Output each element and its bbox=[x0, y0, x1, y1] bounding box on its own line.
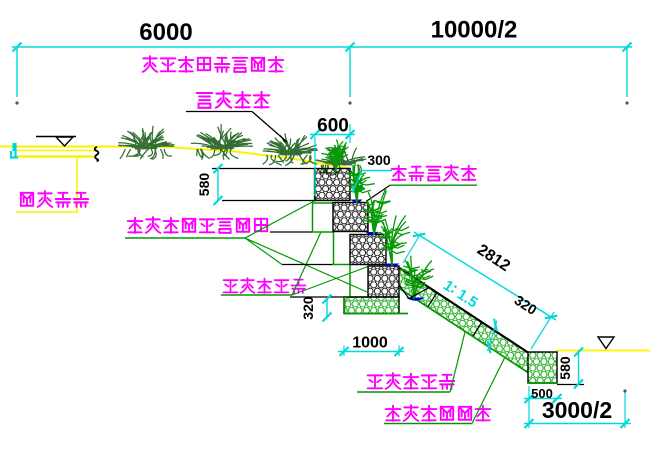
svg-text:1000: 1000 bbox=[352, 335, 388, 352]
svg-text:300: 300 bbox=[367, 152, 391, 168]
svg-text:580: 580 bbox=[196, 173, 212, 197]
svg-text:6000: 6000 bbox=[139, 19, 192, 46]
svg-text:500: 500 bbox=[531, 386, 553, 401]
svg-text:320: 320 bbox=[300, 296, 316, 320]
svg-text:580: 580 bbox=[557, 356, 573, 380]
svg-text:600: 600 bbox=[317, 116, 349, 137]
svg-text:2812: 2812 bbox=[474, 241, 513, 275]
svg-text:10000/2: 10000/2 bbox=[431, 17, 518, 44]
svg-text:3000/2: 3000/2 bbox=[542, 397, 612, 423]
